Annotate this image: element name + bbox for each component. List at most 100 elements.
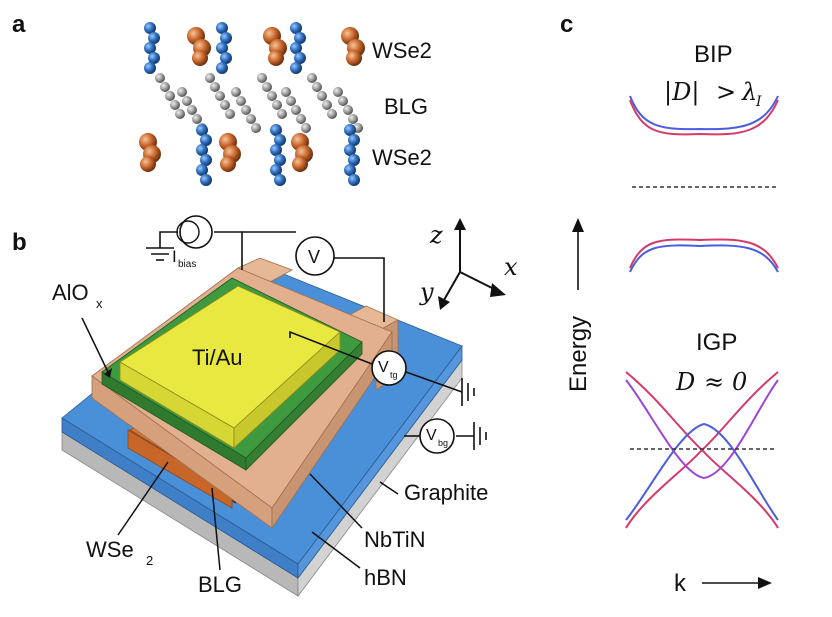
carbon-atom: [296, 114, 306, 124]
igp-label: IGP: [696, 329, 737, 356]
blg-leader: [211, 487, 221, 571]
tungsten-atom: [290, 42, 302, 54]
heterostructure-atoms: [139, 22, 365, 186]
bip-condition-lhs: |D|: [664, 78, 699, 107]
selenium-atom: [220, 156, 236, 172]
igp-condition-rhs: 0: [732, 368, 747, 396]
back-gate-voltage-label: V: [426, 427, 437, 444]
selenium-atom: [292, 156, 308, 172]
bip-condition-rhs-sub: I: [755, 94, 762, 110]
tungsten-atom: [274, 154, 286, 166]
bip-valence-band-red: [629, 238, 779, 269]
back-gate-voltage-circle: [419, 418, 455, 454]
alox-label: AlO: [52, 280, 89, 305]
tungsten-atom: [220, 32, 232, 44]
k-axis-arrow: [702, 577, 772, 589]
carbon-atom: [327, 109, 337, 119]
carbon-atom: [160, 82, 170, 92]
label-wse2-bottom: WSe2: [372, 145, 432, 170]
tungsten-atom: [274, 134, 286, 146]
tungsten-atom: [270, 144, 282, 156]
tungsten-atom: [144, 22, 156, 34]
label-blg: BLG: [384, 94, 428, 119]
carbon-atom: [246, 114, 256, 124]
igp-band-red-down: [625, 371, 779, 529]
igp-band-purple: [625, 379, 779, 480]
selenium-atom: [268, 50, 284, 66]
tungsten-atom: [344, 164, 356, 176]
carbon-atom: [262, 82, 272, 92]
tungsten-atom: [344, 124, 356, 136]
label-wse2-top: WSe2: [372, 38, 432, 63]
tungsten-atom: [220, 52, 232, 64]
ground-symbol-bg: [473, 422, 487, 450]
carbon-atom: [231, 87, 241, 97]
carbon-atom: [215, 91, 225, 101]
bias-label-sub: bias: [178, 259, 196, 270]
carbon-atom: [343, 105, 353, 115]
tungsten-atom: [270, 124, 282, 136]
selenium-atom: [140, 156, 156, 172]
selenium-atom: [346, 50, 362, 66]
igp-band-blue: [625, 422, 779, 521]
carbon-atom: [175, 109, 185, 119]
bip-valence-band-blue: [629, 244, 779, 273]
current-source: [176, 215, 213, 249]
selenium-atom: [192, 50, 208, 66]
carbon-atom: [307, 73, 317, 83]
carbon-atom: [286, 96, 296, 106]
wse2-label: WSe: [86, 537, 134, 562]
tungsten-atom: [344, 144, 356, 156]
carbon-atom: [257, 73, 267, 83]
graphite-leader: [379, 481, 399, 495]
graphite-label: Graphite: [404, 480, 488, 505]
carbon-atom: [267, 91, 277, 101]
carbon-atom: [210, 82, 220, 92]
carbon-atom: [333, 87, 343, 97]
top-gate-voltage-circle: [371, 350, 407, 386]
tungsten-atom: [216, 62, 228, 74]
panel-b-letter: b: [12, 229, 27, 256]
tiau-label: Ti/Au: [192, 345, 243, 370]
tungsten-atom: [144, 42, 156, 54]
tungsten-atom: [348, 174, 360, 186]
alox-leader: [81, 317, 109, 373]
tungsten-atom: [348, 134, 360, 146]
tungsten-atom: [196, 124, 208, 136]
tungsten-atom: [216, 42, 228, 54]
energy-axis-label: Energy: [565, 316, 592, 392]
top-gate-voltage-sub: tg: [390, 370, 398, 380]
tungsten-atom: [274, 174, 286, 186]
nbtin-leader: [309, 473, 363, 529]
bip-condition-op: >: [716, 78, 736, 106]
axis-x-label: x: [504, 253, 518, 281]
wse2-label-sub: 2: [146, 553, 153, 568]
hbn-leader: [311, 531, 361, 569]
carbon-atom: [322, 100, 332, 110]
carbon-atom: [187, 105, 197, 115]
carbon-atom: [317, 91, 327, 101]
coordinate-axes: [438, 218, 506, 310]
axis-z-label: z: [429, 221, 443, 249]
bip-conduction-band-red: [629, 99, 779, 136]
bip-label: BIP: [694, 41, 733, 68]
igp-condition-op: ≈: [704, 368, 724, 396]
tiau-top-gate-right-face: [233, 331, 341, 449]
tungsten-atom: [148, 52, 160, 64]
carbon-atom: [251, 123, 261, 133]
carbon-atom: [170, 100, 180, 110]
carbon-atom: [192, 114, 202, 124]
energy-axis: [572, 218, 584, 290]
bip-conduction-band-blue: [629, 95, 779, 131]
tungsten-atom: [290, 22, 302, 34]
carbon-atom: [272, 100, 282, 110]
panel-c: c BIP |D| > λ I Energy IGP D ≈ 0 k: [560, 11, 779, 597]
carbon-atom: [182, 96, 192, 106]
ground-symbol-bias: [146, 247, 174, 261]
voltmeter-label: V: [308, 247, 320, 267]
tungsten-atom: [200, 134, 212, 146]
carbon-atom: [241, 105, 251, 115]
carbon-atom: [220, 100, 230, 110]
circuit-wiring: [159, 231, 474, 437]
voltmeter-circle: [295, 236, 335, 276]
